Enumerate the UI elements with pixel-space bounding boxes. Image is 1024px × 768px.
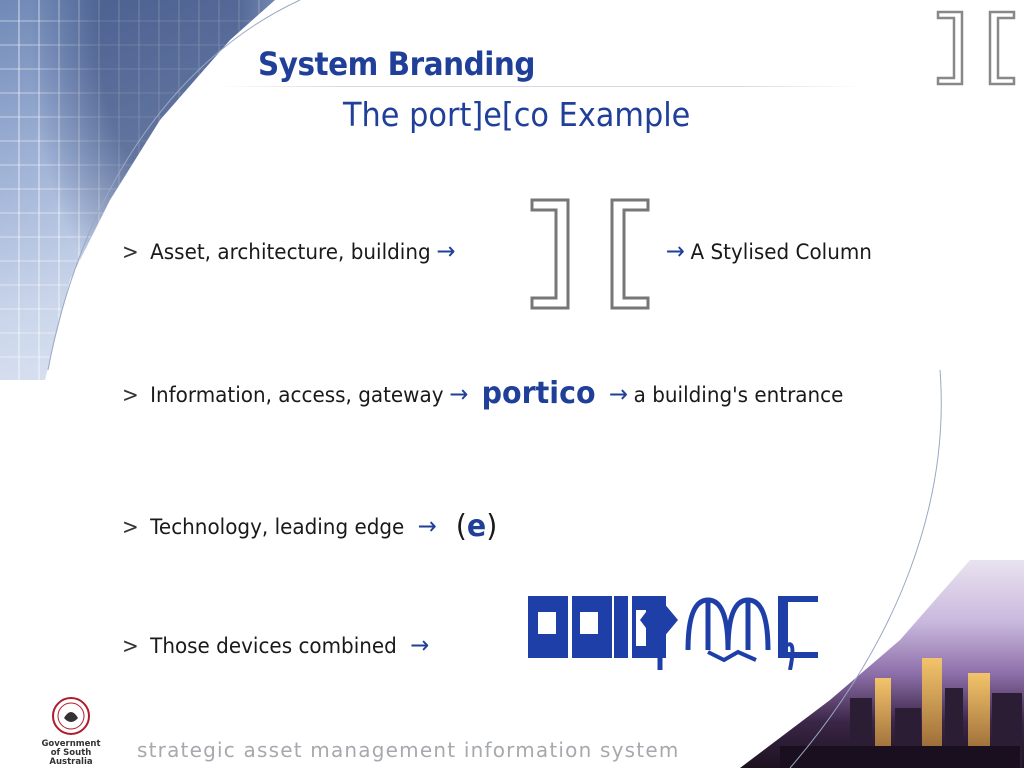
bullet-technology: > Technology, leading edge → (e)	[122, 507, 498, 544]
bullet-text: Technology, leading edge	[150, 515, 405, 539]
bullet-information: >Information, access, gateway→portico→a …	[122, 375, 844, 411]
e-mark: (e)	[455, 509, 498, 544]
portico-logo-icon	[936, 10, 1016, 86]
result-text: a building's entrance	[633, 383, 844, 407]
bullet-devices: > Those devices combined →	[122, 631, 435, 659]
slide-subtitle: The port]e[co Example	[343, 95, 691, 134]
arrow-icon: →	[449, 380, 469, 408]
stylised-column-logo	[530, 198, 650, 310]
government-logo-caption: Government of South Australia	[41, 739, 101, 767]
city-skyline	[740, 560, 1024, 768]
bullet-marker: >	[122, 240, 139, 264]
bullet-text: Those devices combined	[150, 634, 397, 658]
footer-tagline: strategic asset management information s…	[137, 738, 680, 762]
bullet-asset-result: →A Stylised Column	[660, 237, 872, 265]
south-australia-crest-icon	[52, 697, 90, 735]
bullet-asset: > Asset, architecture, building→	[122, 237, 461, 265]
bullet-marker: >	[122, 383, 139, 407]
bullet-marker: >	[122, 515, 139, 539]
result-text: A Stylised Column	[690, 240, 872, 264]
portico-highlight: portico	[481, 376, 596, 411]
arrow-icon: →	[436, 237, 456, 265]
slide-title: System Branding	[258, 45, 535, 83]
bullet-text: Asset, architecture, building	[150, 240, 431, 264]
bullet-text: Information, access, gateway	[150, 383, 444, 407]
portico-wordmark-glyphs	[528, 596, 818, 670]
arrow-icon: →	[410, 631, 430, 659]
arrow-icon: →	[608, 380, 628, 408]
government-logo: Government of South Australia	[36, 696, 106, 767]
title-rule	[215, 86, 865, 87]
arrow-icon: →	[665, 237, 685, 265]
bullet-marker: >	[122, 634, 139, 658]
arrow-icon: →	[417, 512, 437, 540]
